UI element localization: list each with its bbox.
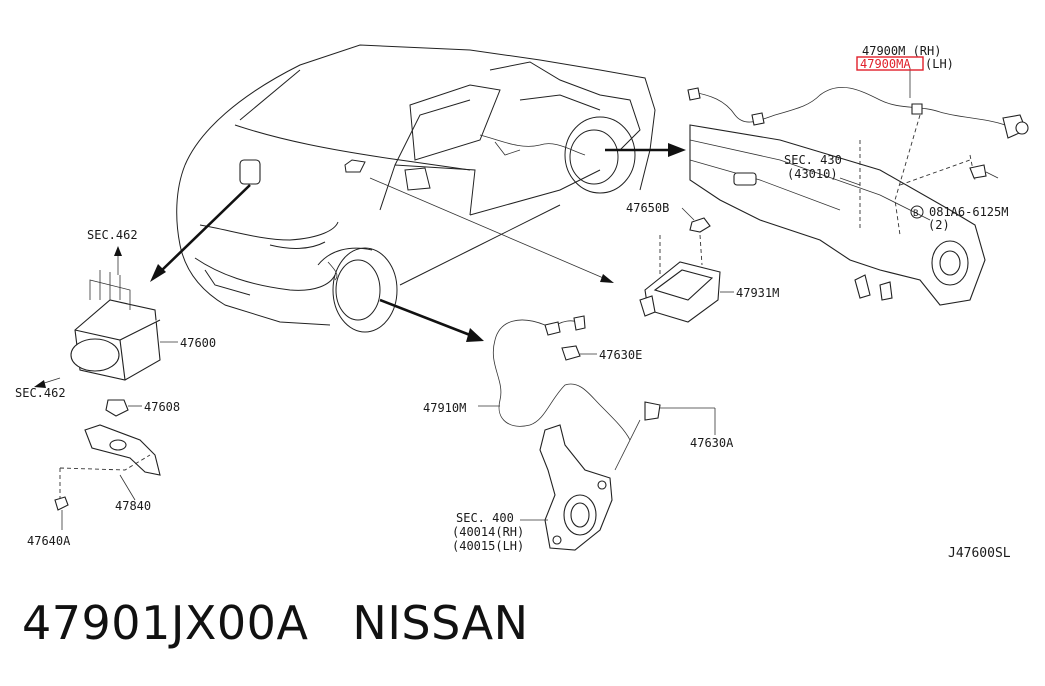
yaw-rate-sensor: [639, 207, 734, 323]
label-sec400-rh: (40014(RH): [452, 525, 524, 539]
label-47600: 47600: [180, 336, 216, 350]
label-47650b: 47650B: [626, 201, 669, 215]
label-sec462-bottom: SEC.462: [15, 386, 66, 400]
label-47840: 47840: [115, 499, 151, 513]
label-47900ma-lh: (LH): [925, 57, 954, 71]
front-wheel-sensor-harness: [478, 315, 716, 551]
label-47931m: 47931M: [736, 286, 779, 300]
highlight-box-47900ma: [856, 56, 924, 71]
bracket-assembly: [54, 399, 161, 530]
callout-arrows: [150, 143, 686, 342]
part-number: 47901JX00A: [22, 596, 309, 650]
label-47900m-rh: 47900M (RH): [862, 44, 941, 58]
label-47640a: 47640A: [27, 534, 71, 548]
label-47630a: 47630A: [690, 436, 734, 450]
label-47630e: 47630E: [599, 348, 642, 362]
label-sec430: SEC. 430: [784, 153, 842, 167]
label-47900ma: 47900MA: [860, 57, 911, 71]
label-sec400-lh: (40015(LH): [452, 539, 524, 553]
label-bolt-b: B: [913, 209, 918, 219]
vehicle-outline: [176, 44, 656, 333]
brand-name: NISSAN: [352, 596, 529, 650]
parts-diagram: SEC.462 SEC.462 47600 47608 47840 47640A…: [15, 44, 1029, 561]
label-sec430-sub: (43010): [787, 167, 838, 181]
abs-actuator: [34, 246, 178, 388]
label-47910m: 47910M: [423, 401, 466, 415]
label-sec462-top: SEC.462: [87, 228, 138, 242]
part-caption: 47901JX00A NISSAN: [22, 596, 573, 650]
label-sec400: SEC. 400: [456, 511, 514, 525]
label-bolt-code: 081A6-6125M: [929, 205, 1008, 219]
rear-wheel-sensor-harness: [687, 68, 1029, 306]
bolt-callout: B: [910, 205, 924, 219]
label-47608: 47608: [144, 400, 180, 414]
label-bolt-qty: (2): [928, 218, 950, 232]
diagram-code: J47600SL: [948, 546, 1011, 561]
